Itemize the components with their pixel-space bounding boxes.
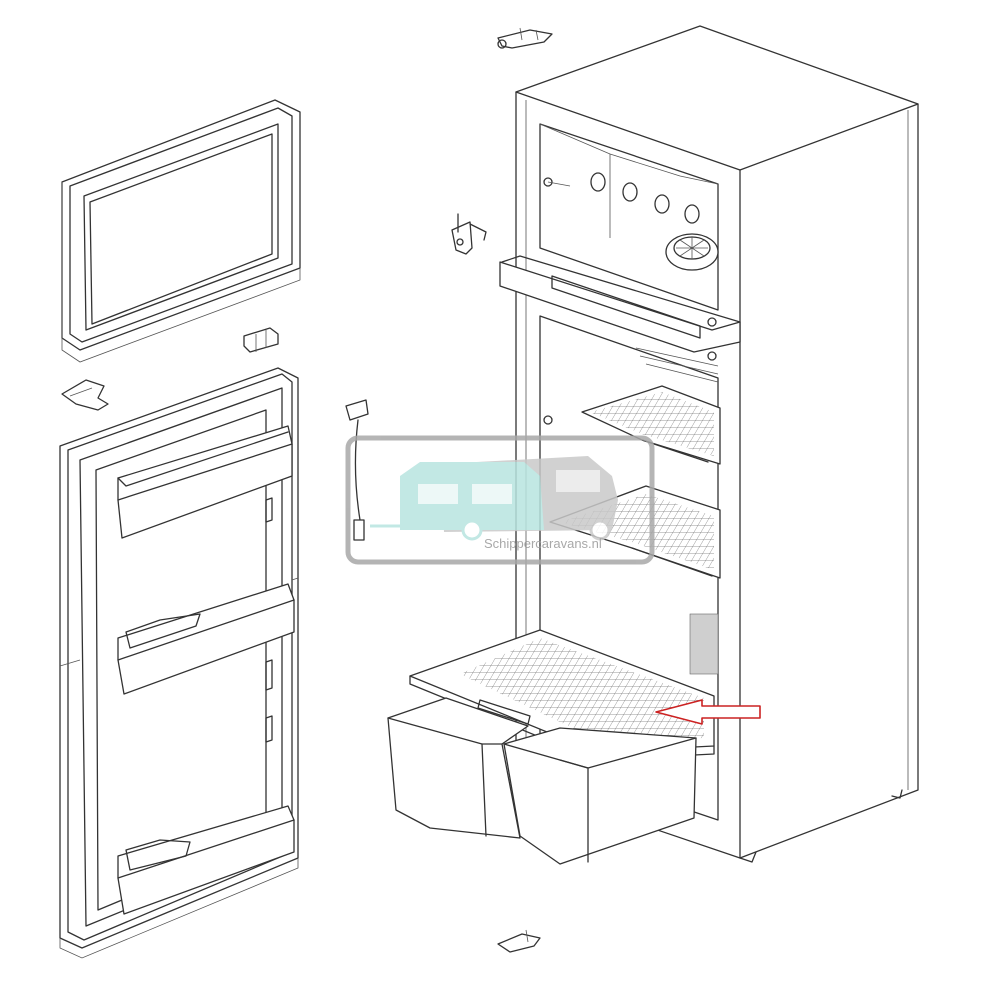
middle-hinge xyxy=(451,213,487,255)
caravan-icon xyxy=(370,462,611,541)
bottom-hinge xyxy=(497,929,541,953)
fridge-compartment xyxy=(539,315,719,821)
door-shelf-bottom xyxy=(117,805,295,915)
label-plate xyxy=(689,613,719,675)
door-pivot-clip xyxy=(61,379,109,411)
shelf-upper xyxy=(581,385,721,465)
freezer-door xyxy=(61,99,301,363)
highlight-arrow xyxy=(655,699,761,725)
freezer-compartment xyxy=(539,123,719,311)
fan-unit xyxy=(665,233,719,271)
top-hinge xyxy=(497,27,553,49)
door-switch-cable xyxy=(345,399,369,541)
watermark-text: Schippercaravans.nl xyxy=(484,536,602,551)
door-shelf-top xyxy=(117,425,293,539)
crisper-left xyxy=(387,697,529,839)
door-shelf-middle xyxy=(117,583,295,695)
divider-panel xyxy=(499,255,741,361)
crisper-right xyxy=(503,727,697,865)
freezer-door-hinge-bracket xyxy=(243,327,279,353)
watermark-logo: Schippercaravans.nl xyxy=(345,435,655,565)
